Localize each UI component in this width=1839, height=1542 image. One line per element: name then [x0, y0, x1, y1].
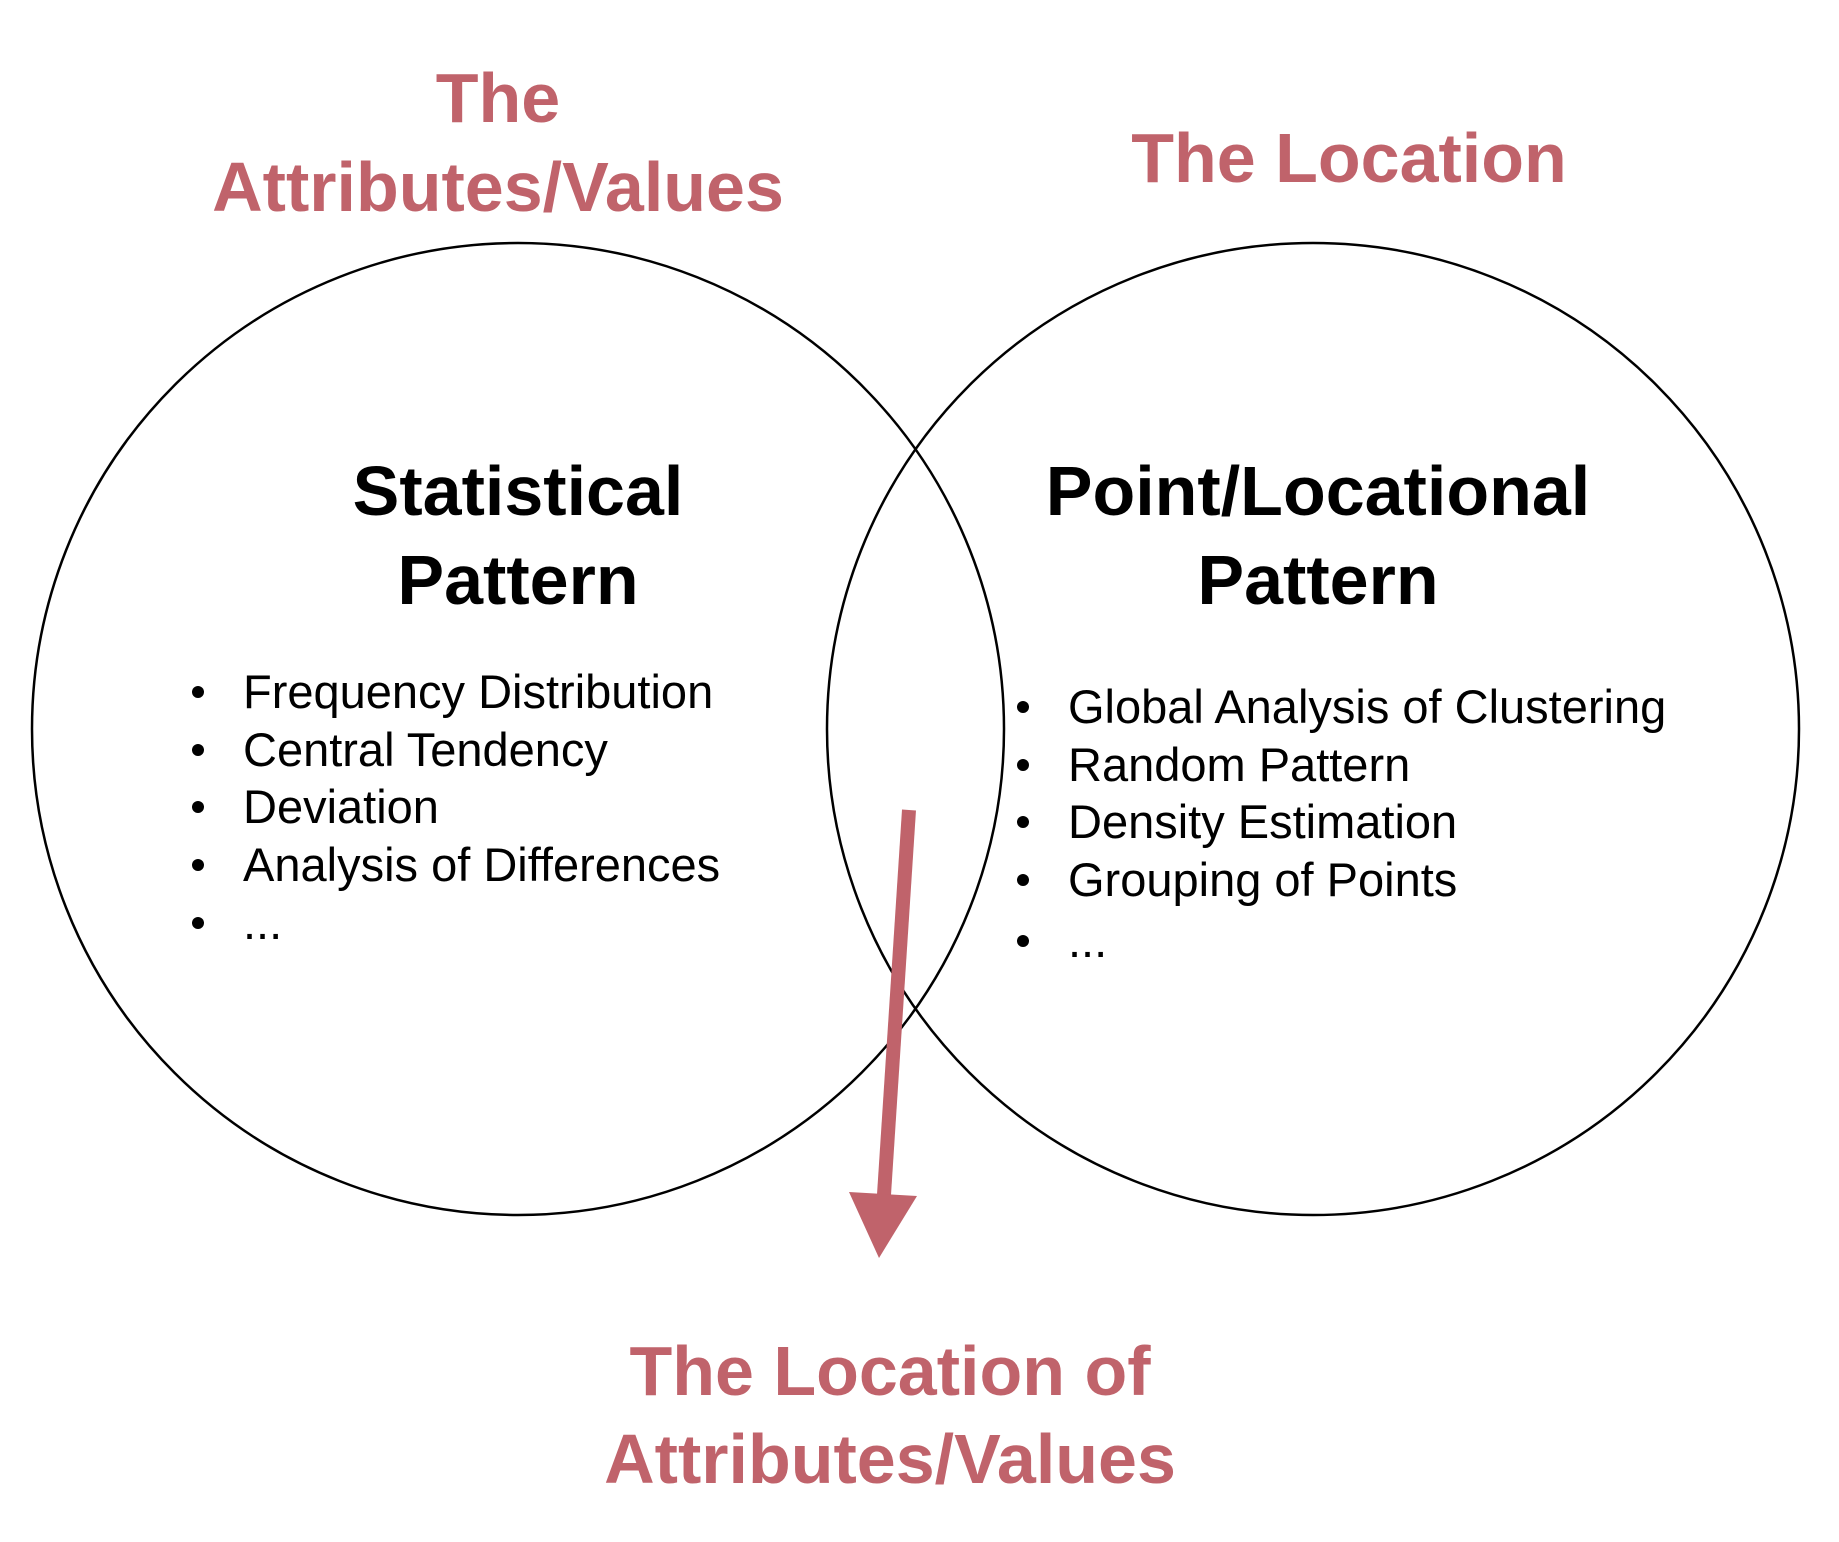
right-circle [825, 241, 1801, 1217]
bullet-icon [1017, 874, 1029, 886]
bottom-label-line2: Attributes/Values [604, 1420, 1176, 1498]
bullet-icon [1017, 759, 1029, 771]
list-item: Density Estimation [1068, 795, 1457, 848]
list-item: Grouping of Points [1068, 853, 1457, 906]
bullet-icon [1017, 816, 1029, 828]
left-circle [30, 241, 1006, 1217]
list-item: ... [1068, 914, 1107, 967]
list-item: Analysis of Differences [243, 838, 720, 891]
right-title-line2: Pattern [1197, 541, 1438, 619]
list-item: ... [243, 896, 282, 949]
list-item: Random Pattern [1068, 738, 1410, 791]
bullet-icon [1017, 935, 1029, 947]
right-item-list: Global Analysis of Clustering Random Pat… [1017, 680, 1666, 967]
bullet-icon [192, 744, 204, 756]
bullet-icon [192, 859, 204, 871]
left-title-line1: Statistical [353, 452, 684, 530]
left-item-list: Frequency Distribution Central Tendency … [192, 665, 720, 949]
right-top-label: The Location [1131, 119, 1567, 197]
list-item: Deviation [243, 780, 439, 833]
right-title-line1: Point/Locational [1046, 452, 1590, 530]
left-top-label-line2: Attributes/Values [212, 148, 784, 226]
bullet-icon [192, 686, 204, 698]
bullet-icon [192, 801, 204, 813]
bottom-label-line1: The Location of [629, 1332, 1151, 1410]
bullet-icon [192, 917, 204, 929]
arrow-icon [849, 809, 917, 1258]
list-item: Central Tendency [243, 723, 608, 776]
left-title-line2: Pattern [397, 541, 638, 619]
list-item: Global Analysis of Clustering [1068, 680, 1666, 733]
list-item: Frequency Distribution [243, 665, 713, 718]
left-top-label-line1: The [436, 59, 560, 137]
bullet-icon [1017, 701, 1029, 713]
